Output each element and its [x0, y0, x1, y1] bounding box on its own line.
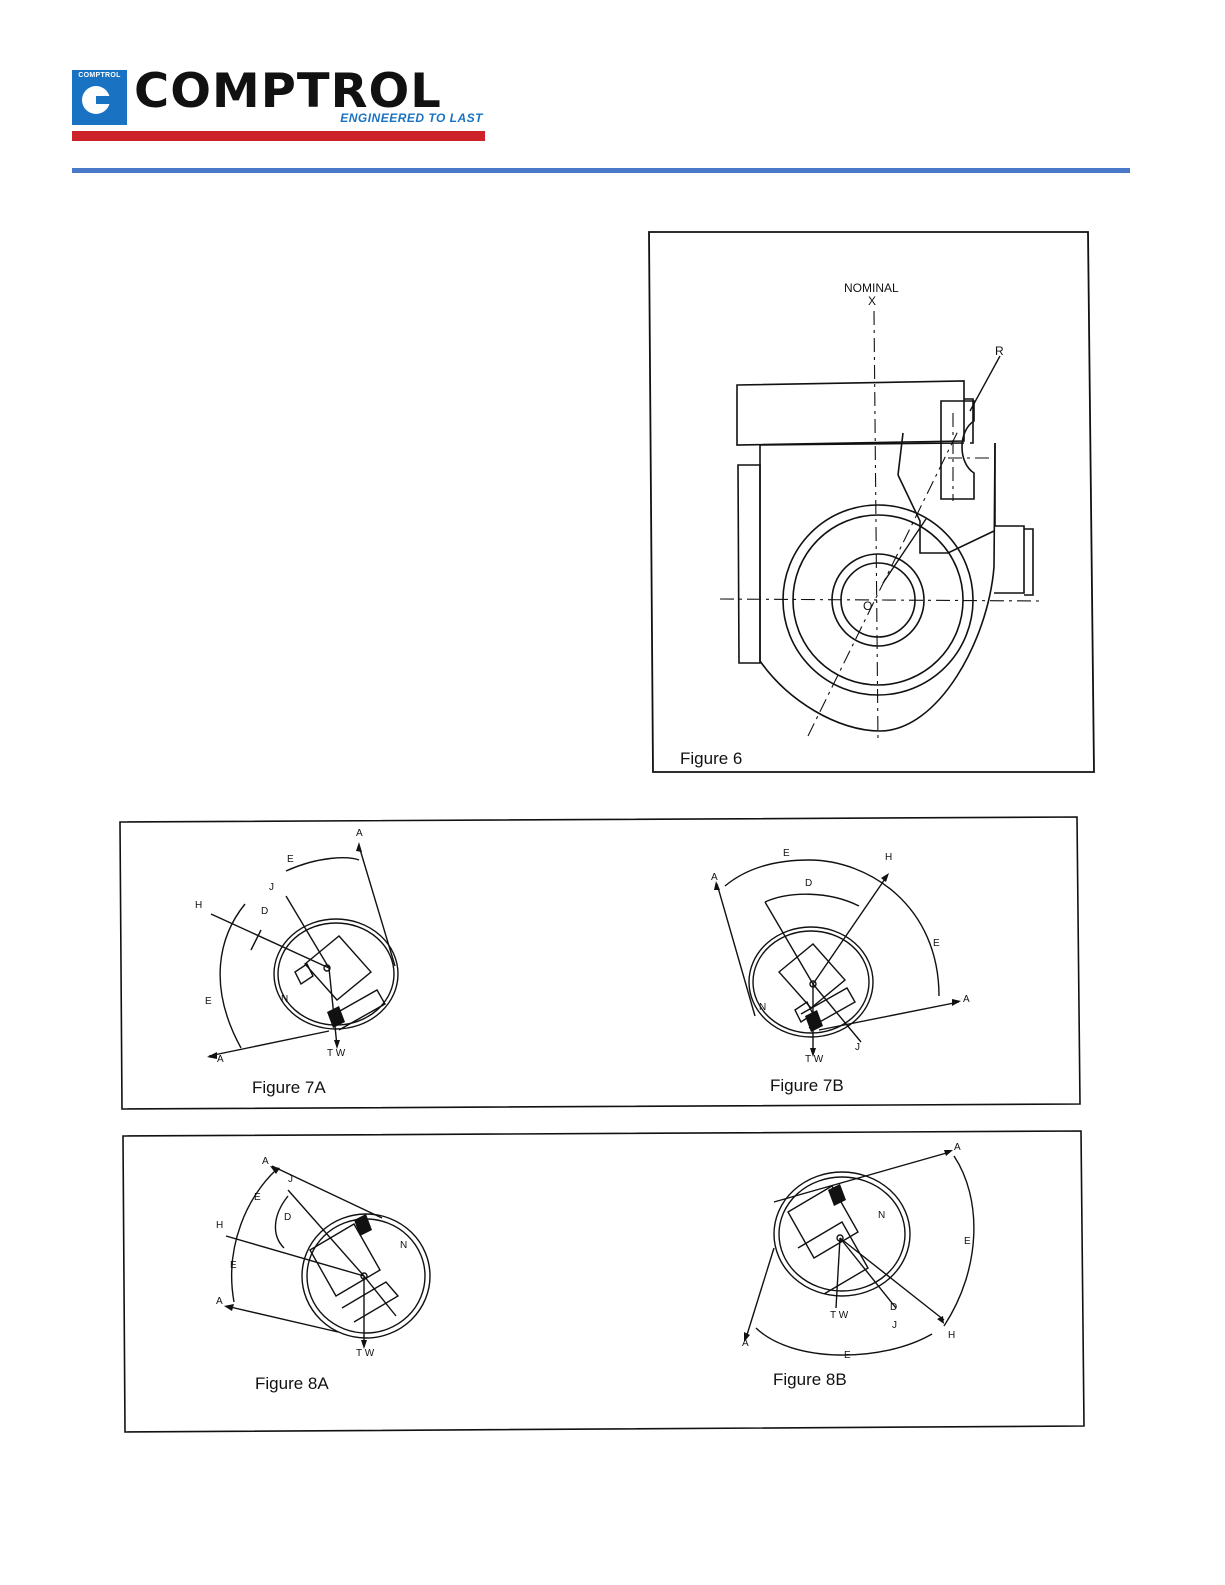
label-e-top: E	[287, 854, 294, 865]
figure-7-panel: A E J D H E N A T W Figure 7A	[119, 816, 1081, 1110]
label-tw: T W	[356, 1348, 374, 1359]
label-h: H	[885, 852, 892, 863]
figure-6: NOMINAL X R O Figure 6	[648, 231, 1096, 776]
label-a-right: A	[963, 994, 970, 1005]
label-d: D	[261, 906, 268, 917]
figure-8b-caption: Figure 8B	[773, 1370, 847, 1390]
r-label: R	[995, 344, 1004, 358]
figure-8a-caption: Figure 8A	[255, 1374, 329, 1394]
label-h: H	[195, 900, 202, 911]
label-e-right: E	[933, 938, 940, 949]
nominal-label: NOMINAL	[844, 281, 899, 295]
label-j: J	[288, 1174, 293, 1185]
label-j: J	[269, 882, 274, 893]
axis-x-label: X	[868, 294, 876, 308]
logo-mark-text: COMPTROL	[72, 72, 127, 79]
label-a-top: A	[954, 1142, 961, 1153]
figure-8-panel: A J E D H E A N T W Figure 8A	[122, 1130, 1086, 1434]
figure-7b: A E D H E A N J T W	[709, 846, 989, 1076]
label-n: N	[878, 1210, 885, 1221]
label-j: J	[892, 1320, 897, 1331]
label-e-bottom: E	[230, 1260, 237, 1271]
label-tw: T W	[805, 1054, 823, 1065]
company-logo: COMPTROL COMPTROL ENGINEERED TO LAST	[72, 70, 485, 143]
label-e-bottom: E	[844, 1350, 851, 1361]
label-tw: T W	[830, 1310, 848, 1321]
figure-8a: A J E D H E A N T W	[212, 1156, 542, 1366]
label-a-top: A	[262, 1156, 269, 1167]
label-e-right: E	[964, 1236, 971, 1247]
label-tw: T W	[327, 1048, 345, 1059]
label-e-top: E	[254, 1192, 261, 1203]
logo-red-bar	[72, 131, 485, 141]
label-n: N	[759, 1002, 766, 1013]
label-n: N	[281, 994, 288, 1005]
label-a-bottom: A	[742, 1338, 749, 1349]
header-divider	[72, 168, 1130, 173]
figure-7a-drawing	[189, 826, 489, 1076]
label-h: H	[216, 1220, 223, 1231]
logo-tagline: ENGINEERED TO LAST	[340, 111, 483, 125]
label-e-bottom: E	[205, 996, 212, 1007]
label-a-top: A	[356, 828, 363, 839]
figure-7b-caption: Figure 7B	[770, 1076, 844, 1096]
figure-7a: A E J D H E N A T W	[189, 826, 489, 1076]
figure-8a-drawing	[212, 1156, 542, 1366]
figure-8b: A N E D J H T W A E	[732, 1138, 992, 1368]
label-a-left: A	[711, 872, 718, 883]
figure-6-drawing	[648, 231, 1096, 776]
label-e-top: E	[783, 848, 790, 859]
label-a-bottom: A	[217, 1054, 224, 1065]
figure-7b-drawing	[709, 846, 989, 1076]
label-d: D	[284, 1212, 291, 1223]
label-d: D	[890, 1302, 897, 1313]
label-j: J	[855, 1042, 860, 1053]
figure-7a-caption: Figure 7A	[252, 1078, 326, 1098]
label-d: D	[805, 878, 812, 889]
label-n: N	[400, 1240, 407, 1251]
figure-6-caption: Figure 6	[680, 749, 742, 769]
logo-mark: COMPTROL	[72, 70, 127, 125]
label-a-bottom: A	[216, 1296, 223, 1307]
label-h: H	[948, 1330, 955, 1341]
o-label: O	[863, 599, 872, 613]
